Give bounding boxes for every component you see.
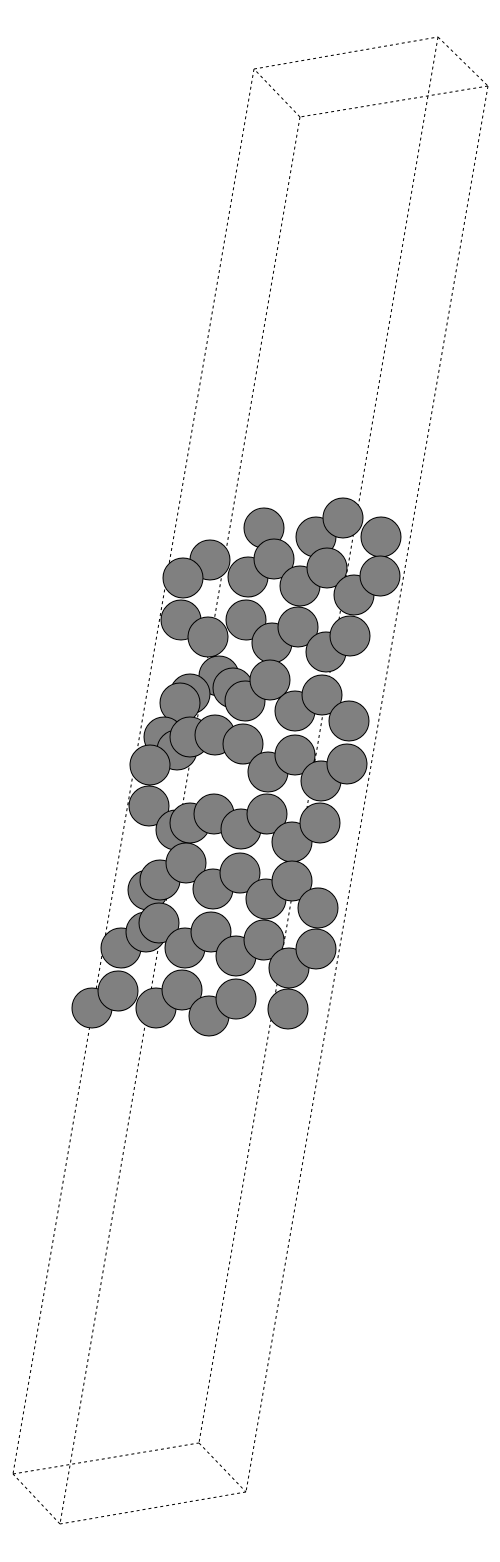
simulation-box <box>12 36 489 1525</box>
atom-45 <box>299 802 341 844</box>
atom-53 <box>297 887 339 929</box>
atom-62 <box>295 928 337 970</box>
box-edge-top-0 <box>253 36 439 70</box>
box-edge-top-3 <box>253 68 301 118</box>
atom-69 <box>267 988 309 1030</box>
box-edge-top-1 <box>437 36 489 87</box>
atom-11 <box>359 555 401 597</box>
atom-52 <box>271 860 313 902</box>
atom-14 <box>225 599 267 641</box>
atom-7 <box>253 538 295 580</box>
atom-13 <box>187 616 229 658</box>
box-edge-bottom-3 <box>12 1473 61 1525</box>
atom-18 <box>329 615 371 657</box>
box-edge-bottom-2 <box>59 1491 247 1525</box>
atom-26 <box>301 674 343 716</box>
atom-2 <box>322 497 364 539</box>
atom-60 <box>243 919 285 961</box>
box-edge-bottom-1 <box>198 1442 247 1493</box>
atom-66 <box>161 969 203 1011</box>
box-edge-bottom-0 <box>12 1442 200 1475</box>
box-edge-vertical-1 <box>198 36 439 1444</box>
atom-9 <box>306 547 348 589</box>
atom-5 <box>162 557 204 599</box>
atom-50 <box>219 852 261 894</box>
atom-32 <box>222 723 264 765</box>
atom-56 <box>138 902 180 944</box>
atom-24 <box>249 659 291 701</box>
atom-27 <box>328 700 370 742</box>
atom-34 <box>274 734 316 776</box>
atom-cluster <box>71 497 402 1037</box>
atom-43 <box>246 793 288 835</box>
atom-16 <box>277 606 319 648</box>
box-edge-vertical-2 <box>245 85 489 1493</box>
atom-68 <box>215 978 257 1020</box>
box-edge-top-2 <box>299 85 489 118</box>
box-edge-vertical-3 <box>59 116 301 1525</box>
atom-48 <box>165 842 207 884</box>
atom-38 <box>128 785 170 827</box>
atom-37 <box>129 744 171 786</box>
atom-36 <box>326 743 368 785</box>
atom-64 <box>97 970 139 1012</box>
atom-58 <box>190 911 232 953</box>
atom-3 <box>360 516 402 558</box>
